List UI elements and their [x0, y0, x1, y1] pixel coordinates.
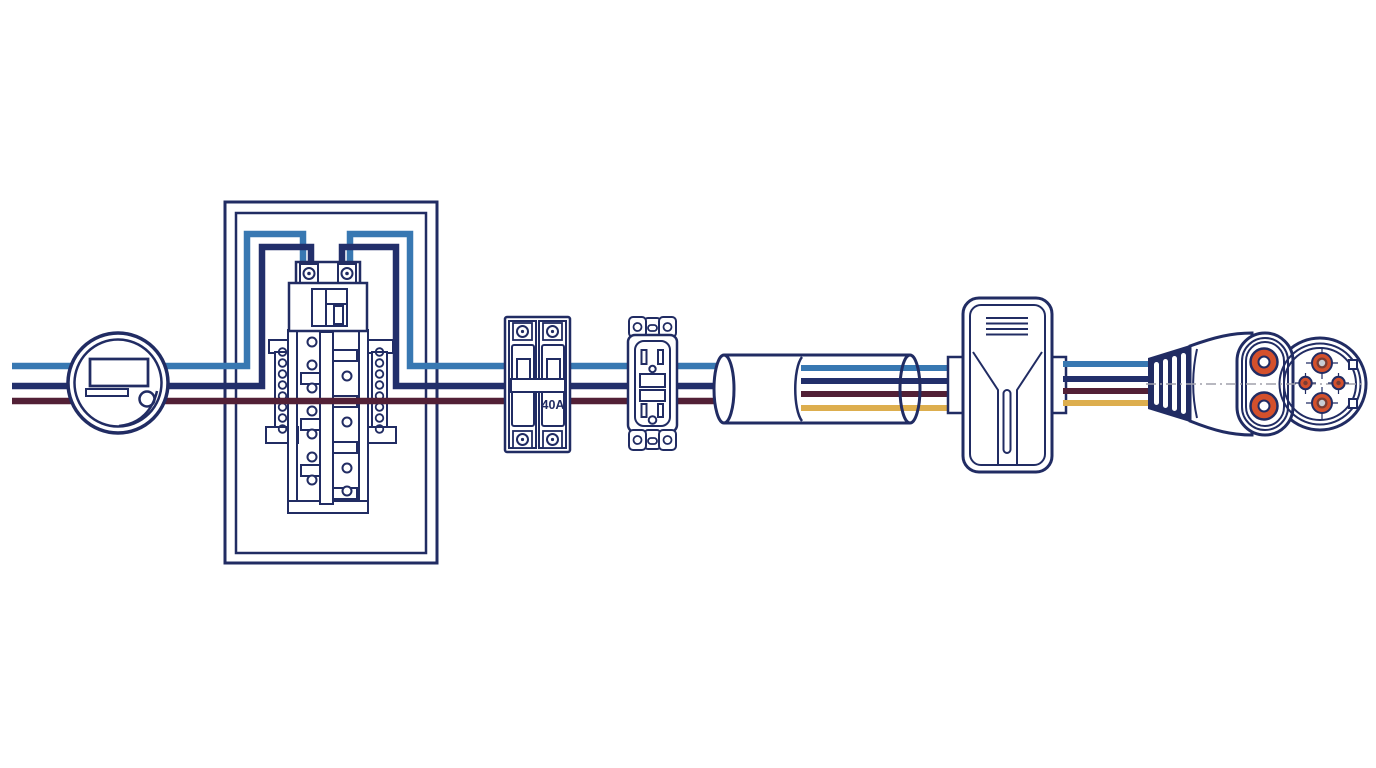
ac-power-pins — [1295, 347, 1349, 419]
pod-notch — [1348, 359, 1358, 370]
breaker-terminals — [512, 322, 563, 449]
double-pole-breaker: 40A — [503, 315, 572, 454]
gfci-top-receptacle — [640, 349, 664, 374]
meter-accent-curve — [118, 390, 159, 428]
hot-wire-navy-left — [12, 243, 315, 390]
conduit-left-end — [712, 353, 736, 425]
evse-vents — [986, 317, 1028, 336]
pod-notch — [1348, 398, 1358, 409]
gfci-test-button — [639, 389, 666, 402]
conduit-cutaway-edge — [794, 356, 804, 422]
gfci-bottom-receptacle — [640, 403, 664, 425]
ev-charger-evse — [946, 296, 1068, 474]
main-breaker — [287, 260, 369, 333]
main-breaker-panel — [223, 200, 439, 565]
charging-cable-wires — [1063, 361, 1152, 406]
conduit — [712, 353, 910, 425]
utility-meter — [66, 331, 170, 435]
mounting-screw-icon — [632, 322, 643, 332]
breaker-rating-label: 40A — [542, 398, 565, 412]
conduit-right-end — [898, 353, 922, 425]
meter-register-bar — [85, 388, 129, 397]
evse-cable-slot — [1002, 389, 1012, 454]
evse-body — [961, 296, 1054, 474]
ev-charging-connector — [1146, 331, 1368, 437]
gfci-reset-button — [639, 373, 666, 388]
mounting-screw-icon — [632, 435, 643, 445]
conduit-body — [724, 353, 910, 425]
strain-relief-ribs — [1154, 353, 1186, 414]
branch-circuit-wires — [801, 365, 950, 411]
breaker-handle-tie — [510, 378, 566, 393]
meter-display — [88, 357, 150, 388]
evse-faceplate — [969, 304, 1046, 466]
panel-outer-box — [223, 200, 439, 565]
gfci-strap-bottom — [628, 429, 677, 451]
mounting-screw-icon — [662, 435, 673, 445]
evse-cable-channel — [972, 351, 1043, 464]
bus-bar-zigzag — [300, 331, 358, 505]
mounting-screw-icon — [662, 322, 673, 332]
bus-screw-holes — [306, 336, 353, 497]
gfci-strap-top — [628, 316, 677, 338]
gfci-outlet — [626, 316, 679, 451]
main-breaker-window — [311, 288, 348, 327]
dc-power-pins — [1249, 347, 1279, 421]
